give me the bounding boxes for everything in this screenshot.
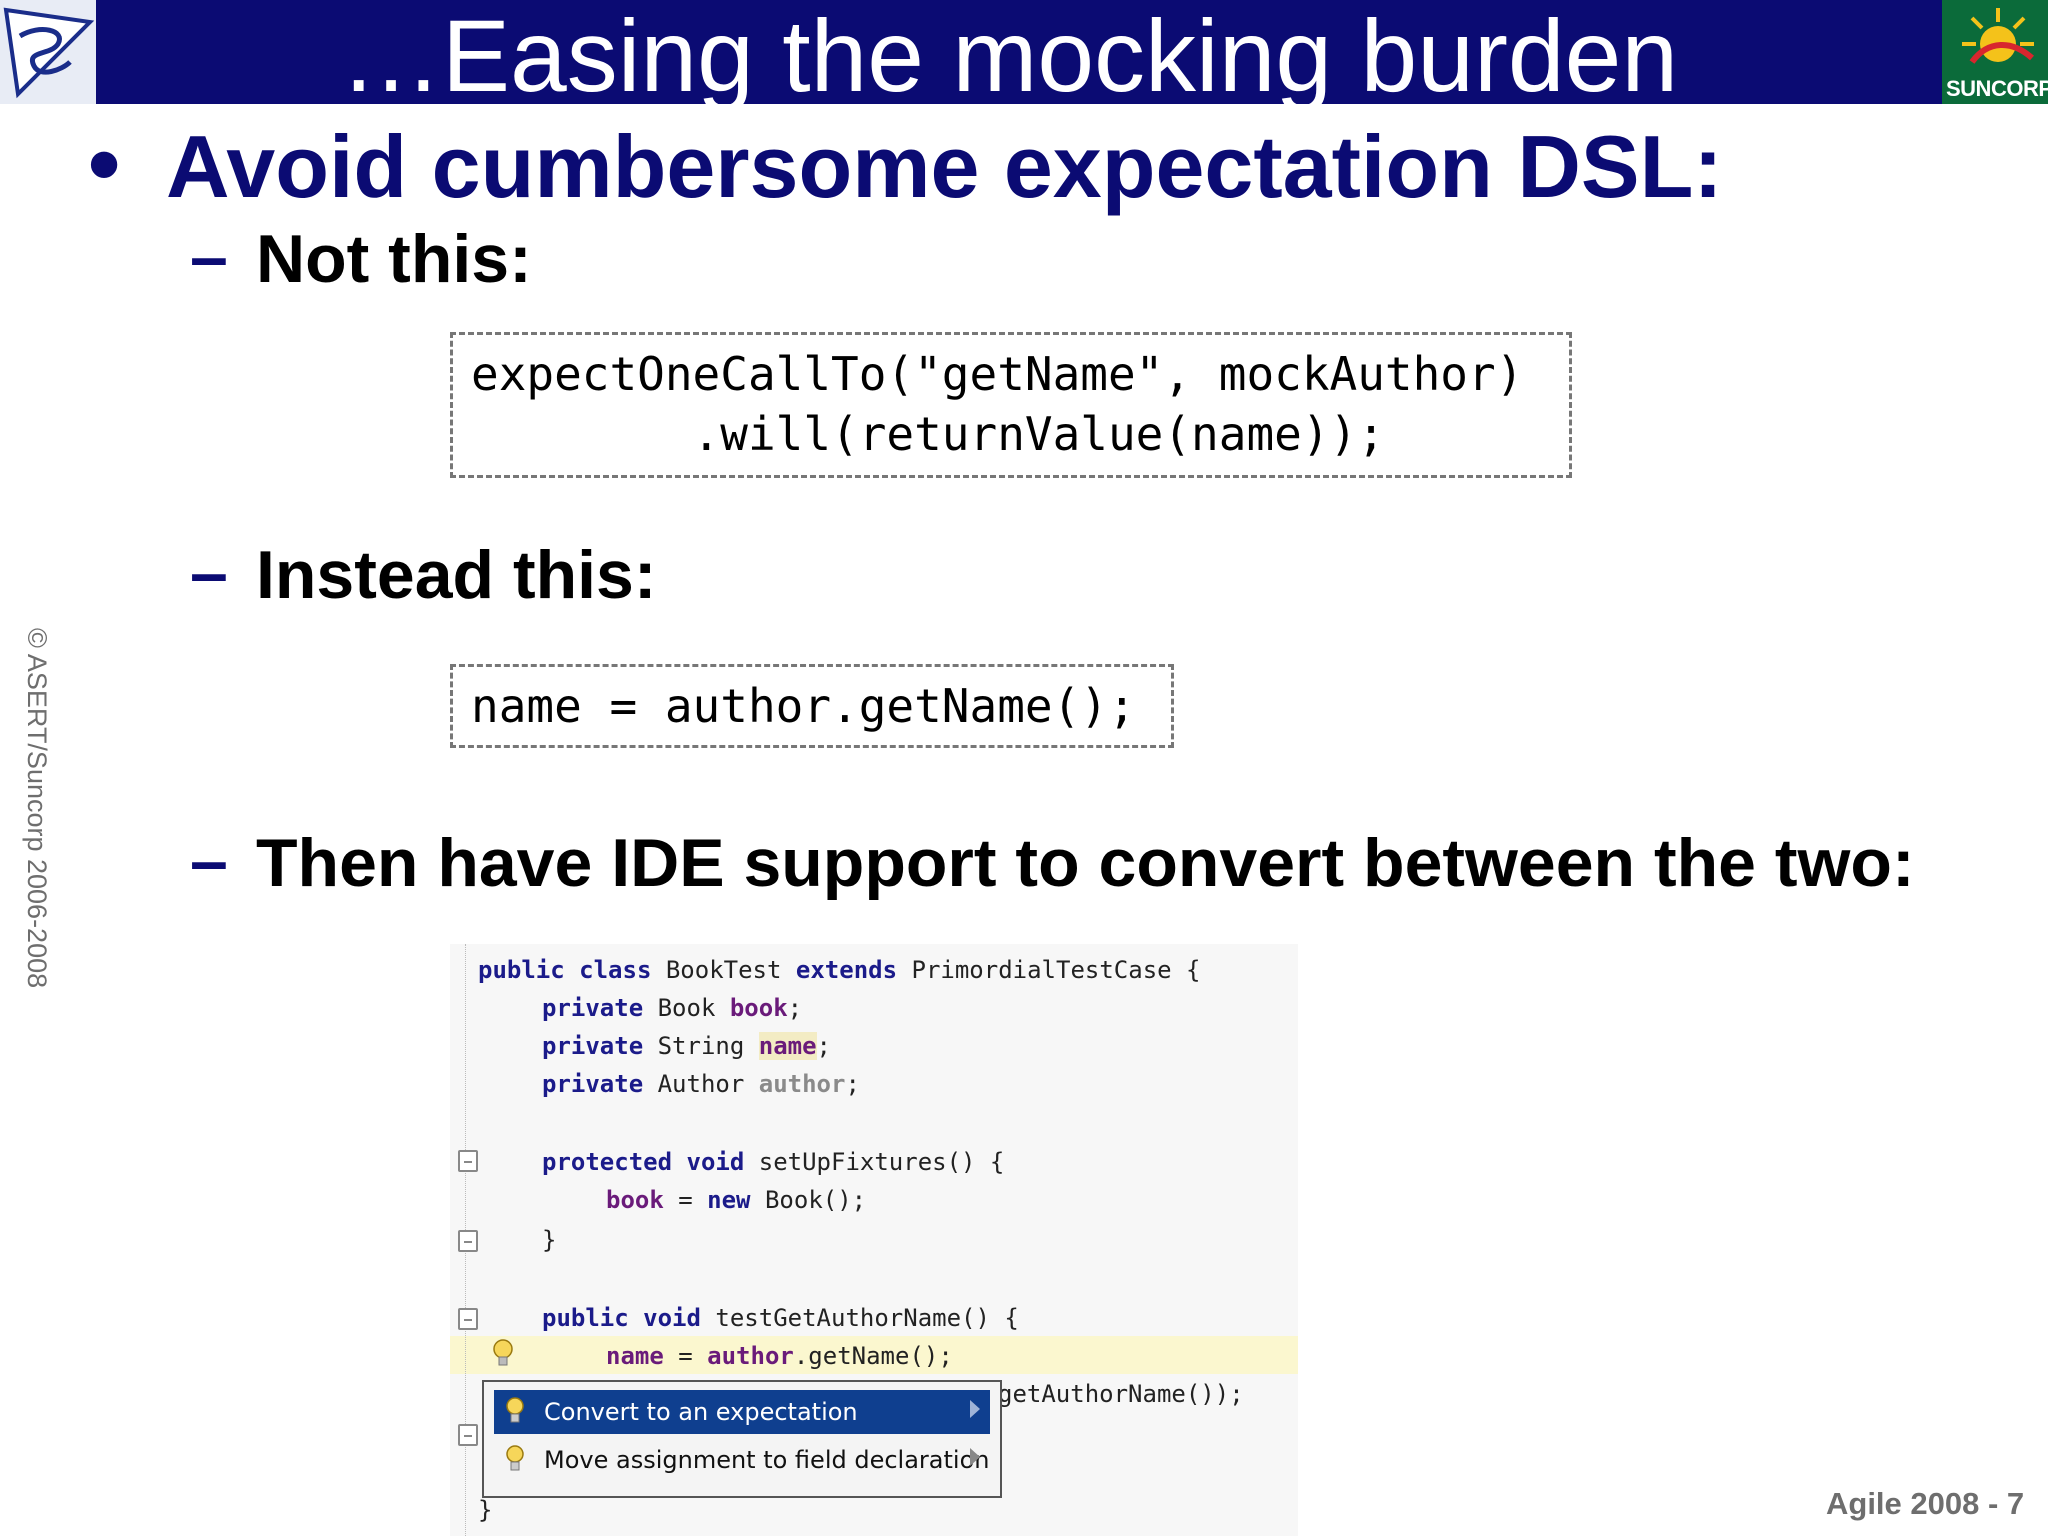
code-text: testGetAuthorName() { <box>700 1304 1019 1332</box>
code-text <box>672 1148 686 1176</box>
keyword: void <box>643 1304 701 1332</box>
code-line-book-new: book = new Book(); <box>606 1186 866 1214</box>
code-text: ; <box>845 1070 860 1098</box>
main-bullet: Avoid cumbersome expectation DSL: <box>166 117 1723 216</box>
menu-item-convert-to-expectation[interactable]: Convert to an expectation <box>494 1390 990 1434</box>
code-text: setUpFixtures() { <box>744 1148 1005 1176</box>
slide-footer: Agile 2008 - 7 <box>1826 1486 2025 1521</box>
current-line-highlight <box>450 1336 1298 1374</box>
field-name: name <box>758 1032 817 1060</box>
code-text: Author <box>643 1070 759 1098</box>
field-name: book <box>606 1186 664 1214</box>
code-box-not-this: expectOneCallTo("getName", mockAuthor) .… <box>450 332 1572 478</box>
suncorp-wordmark: SUNCORP <box>1946 76 2048 101</box>
title-bar: …Easing the mocking burden SUNCORP <box>0 0 2048 113</box>
code-line: expectOneCallTo("getName", mockAuthor) <box>471 347 1524 401</box>
code-line-close-brace: } <box>542 1226 557 1254</box>
keyword: new <box>707 1186 751 1214</box>
lightbulb-icon <box>506 1445 524 1471</box>
code-text: PrimordialTestCase { <box>897 956 1201 984</box>
keyword: void <box>686 1148 745 1176</box>
code-text: .getName(); <box>793 1342 953 1370</box>
sub-bullet-dash: – <box>190 535 228 611</box>
keyword: private <box>542 1070 644 1098</box>
field-name: author <box>707 1342 794 1370</box>
fold-end-icon[interactable] <box>458 1424 478 1446</box>
code-text: Book <box>643 994 730 1022</box>
intention-actions-popup: Convert to an expectation Move assignmen… <box>482 1380 1002 1498</box>
code-text: Book(); <box>750 1186 867 1214</box>
code-line-class-close: } <box>478 1496 493 1524</box>
code-line: .will(returnValue(name)); <box>471 407 1385 461</box>
code-text: = <box>663 1186 708 1214</box>
keyword: private <box>542 1032 644 1060</box>
menu-item-label: Move assignment to field declaration <box>544 1446 990 1474</box>
slide-title: …Easing the mocking burden <box>340 0 1679 113</box>
code-line: name = author.getName(); <box>471 679 1136 733</box>
code-line-class-decl: public class BookTest extends Primordial… <box>478 956 1201 984</box>
field-name: book <box>729 994 788 1022</box>
menu-item-label: Convert to an expectation <box>544 1398 858 1426</box>
asert-logo-icon <box>0 0 96 104</box>
field-name: name <box>606 1342 664 1370</box>
copyright-text: © ASERT/Suncorp 2006-2008 <box>22 628 52 989</box>
suncorp-logo-icon: SUNCORP <box>1942 0 2048 104</box>
keyword: public <box>478 956 565 984</box>
code-line-test-decl: public void testGetAuthorName() { <box>542 1304 1019 1332</box>
sub-bullet-ide-support: Then have IDE support to convert between… <box>256 825 1915 901</box>
lightbulb-icon <box>506 1397 524 1423</box>
code-line-author-field: private Author author; <box>542 1070 860 1098</box>
code-text: ; <box>816 1032 831 1060</box>
keyword: private <box>542 994 644 1022</box>
menu-item-move-assignment[interactable]: Move assignment to field declaration <box>494 1438 990 1482</box>
keyword: extends <box>795 956 898 984</box>
code-box-instead-this: name = author.getName(); <box>450 664 1174 748</box>
keyword: class <box>579 956 652 984</box>
fold-collapse-icon[interactable] <box>458 1308 478 1330</box>
sub-bullet-not-this: Not this: <box>256 221 532 297</box>
code-text: String <box>643 1032 759 1060</box>
submenu-arrow-icon <box>970 1448 980 1466</box>
code-line-book-field: private Book book; <box>542 994 802 1022</box>
sub-bullet-instead-this: Instead this: <box>256 537 657 613</box>
code-line-assert-partial: getAuthorName()); <box>998 1380 1244 1408</box>
code-text <box>629 1304 643 1332</box>
field-name: author <box>758 1070 846 1098</box>
ide-editor-screenshot: public class BookTest extends Primordial… <box>450 944 1298 1536</box>
submenu-arrow-icon <box>970 1400 980 1418</box>
code-text: ; <box>787 994 803 1022</box>
code-text: BookTest <box>651 956 796 984</box>
fold-collapse-icon[interactable] <box>458 1150 478 1172</box>
code-line-name-field: private String name; <box>542 1032 831 1060</box>
code-line-caret: name = author.getName(); <box>606 1342 953 1370</box>
keyword: protected <box>542 1148 673 1176</box>
code-text: = <box>663 1342 708 1370</box>
sub-bullet-dash: – <box>190 823 228 899</box>
code-text <box>565 956 579 984</box>
bullet-marker: • <box>88 113 121 215</box>
code-line-setup-decl: protected void setUpFixtures() { <box>542 1148 1004 1176</box>
lightbulb-icon[interactable] <box>490 1338 516 1368</box>
fold-end-icon[interactable] <box>458 1230 478 1252</box>
keyword: public <box>542 1304 629 1332</box>
sub-bullet-dash: – <box>190 219 228 295</box>
